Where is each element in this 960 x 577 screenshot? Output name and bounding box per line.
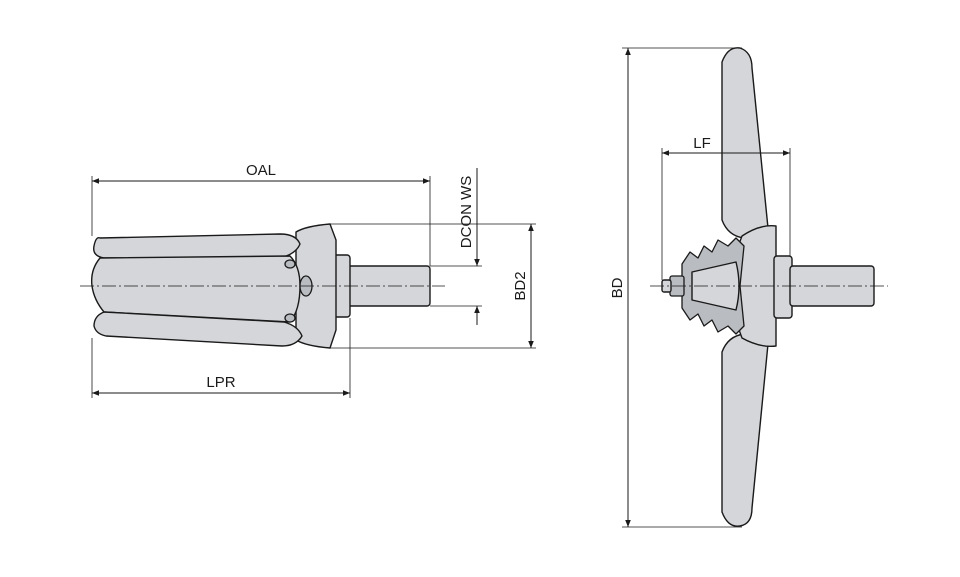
bd-label: BD bbox=[609, 277, 626, 298]
bd2-label: BD2 bbox=[512, 271, 529, 300]
oal-label: OAL bbox=[246, 162, 276, 179]
long-blade-upper bbox=[721, 47, 769, 239]
screw-detail-3 bbox=[284, 313, 296, 323]
blade-lower bbox=[93, 311, 303, 347]
lpr-label: LPR bbox=[206, 374, 235, 391]
long-blade-lower bbox=[721, 333, 769, 527]
inner-cone bbox=[691, 261, 740, 311]
lf-label: LF bbox=[693, 135, 711, 152]
screw-detail-2 bbox=[284, 259, 296, 269]
side-view: OAL LPR DCON WS BD2 bbox=[80, 162, 536, 398]
front-view: LF BD bbox=[609, 47, 888, 528]
blade-middle bbox=[90, 255, 301, 323]
cutter-body bbox=[295, 223, 337, 349]
dcon-ws-label: DCON WS bbox=[458, 176, 475, 249]
blade-upper bbox=[93, 233, 301, 259]
